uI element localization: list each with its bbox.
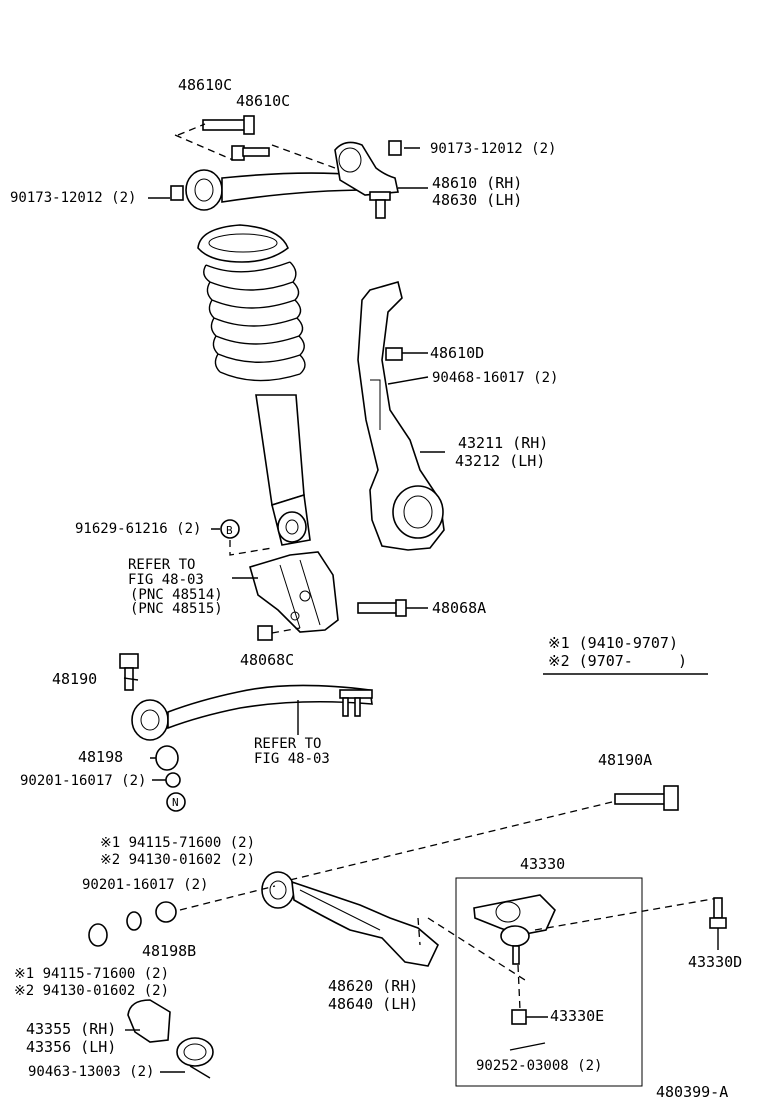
nut-90201-upper [165, 772, 181, 788]
label-91629: 91629-61216 (2) [75, 521, 202, 537]
label-90173-left: 90173-12012 (2) [10, 190, 137, 206]
legend-line-1: ※1 (9410-9707) [548, 634, 678, 652]
ball-joint-43330 [473, 894, 556, 965]
label-refer1-a: REFER TO [128, 557, 196, 573]
bushing-48198 [155, 745, 179, 771]
label-48198b: 48198B [142, 942, 197, 960]
spacer-94115 [88, 923, 108, 947]
ball-joint-nut-43330e [511, 1009, 527, 1025]
label-43330d: 43330D [688, 953, 743, 971]
upper-arm-bolt-1 [202, 115, 255, 135]
label-43355: 43355 (RH) [26, 1020, 117, 1038]
label-48610d: 48610D [430, 344, 485, 362]
lower-bolt-48190a [614, 785, 679, 811]
label-48610-rh: 48610 (RH) [432, 174, 523, 192]
label-refer1-c: (PNC 48514) [130, 587, 223, 603]
upper-arm-bolt-2 [231, 145, 270, 161]
label-43211: 43211 (RH) [458, 434, 549, 452]
strut-bracket [249, 551, 339, 633]
label-94130-b: ※2 94130-01602 (2) [14, 983, 170, 999]
bracket-nut [257, 625, 273, 641]
nut-90201-lower [126, 911, 142, 931]
legend-line-2: ※2 (9707- ) [548, 652, 687, 670]
nut-icon-letter: N [172, 796, 179, 809]
label-90252: 90252-03008 (2) [476, 1058, 603, 1074]
lower-arm-bolt [119, 653, 139, 691]
label-refer1-d: (PNC 48515) [130, 601, 223, 617]
label-94130-a: ※2 94130-01602 (2) [100, 852, 256, 868]
label-43212: 43212 (LH) [455, 452, 546, 470]
label-refer2-a: REFER TO [254, 736, 322, 752]
label-43330: 43330 [520, 855, 566, 873]
upper-control-arm [185, 141, 399, 219]
label-90468: 90468-16017 (2) [432, 370, 559, 386]
upper-arm-nut-right [388, 140, 402, 156]
steering-knuckle [357, 281, 445, 551]
label-48190: 48190 [52, 670, 98, 688]
label-48640: 48640 (LH) [328, 995, 419, 1013]
washer-icon [220, 519, 240, 539]
label-90173-right: 90173-12012 (2) [430, 141, 557, 157]
label-refer2-b: FIG 48-03 [254, 751, 330, 767]
label-48198: 48198 [78, 748, 124, 766]
cotter-pin [387, 376, 429, 385]
label-48610c-a: 48610C [178, 76, 233, 94]
label-90463: 90463-13003 (2) [28, 1064, 155, 1080]
washer-icon-letter: B [226, 524, 233, 537]
label-43356: 43356 (LH) [26, 1038, 117, 1056]
upper-arm-nut-left [170, 185, 184, 201]
figure-number: 480399-A [656, 1083, 729, 1101]
label-94115-b: ※1 94115-71600 (2) [14, 966, 170, 982]
coil-spring-strut [197, 224, 311, 546]
label-94115-a: ※1 94115-71600 (2) [100, 835, 256, 851]
ball-joint-bolt-43330d [709, 897, 727, 929]
bracket-bolt [357, 599, 407, 617]
knuckle-nut [385, 347, 403, 361]
label-90201-a: 90201-16017 (2) [20, 773, 147, 789]
bushing-48198b [155, 901, 177, 923]
nut-icon [166, 792, 186, 812]
label-48190a: 48190A [598, 751, 653, 769]
label-90201-b: 90201-16017 (2) [82, 877, 209, 893]
label-48610c-b: 48610C [236, 92, 291, 110]
label-48068c: 48068C [240, 651, 295, 669]
strut-rod [131, 684, 373, 741]
lower-control-arm [261, 871, 439, 967]
label-48620: 48620 (RH) [328, 977, 419, 995]
label-48630-lh: 48630 (LH) [432, 191, 523, 209]
band-clamp-90463 [176, 1037, 214, 1079]
label-48068a: 48068A [432, 599, 487, 617]
label-43330e: 43330E [550, 1007, 605, 1025]
label-refer1-b: FIG 48-03 [128, 572, 204, 588]
cotter-pin-90252 [509, 1042, 546, 1051]
bracket-43355 [127, 999, 171, 1043]
ball-joint-box [455, 877, 643, 1087]
